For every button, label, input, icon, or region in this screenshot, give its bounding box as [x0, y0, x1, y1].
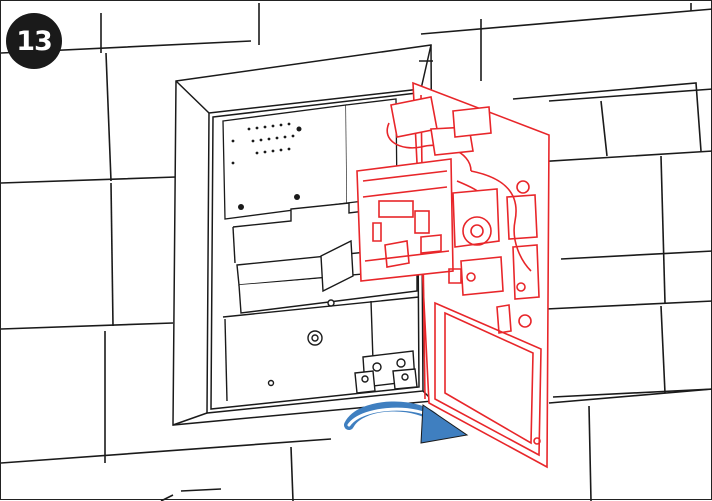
hinged-door	[356, 81, 550, 469]
terminal-block	[267, 350, 418, 394]
mounting-bracket	[222, 202, 420, 402]
step-number-badge: 13	[6, 13, 62, 69]
close-door-arrow	[344, 401, 469, 444]
brick-wall	[1, 3, 712, 501]
